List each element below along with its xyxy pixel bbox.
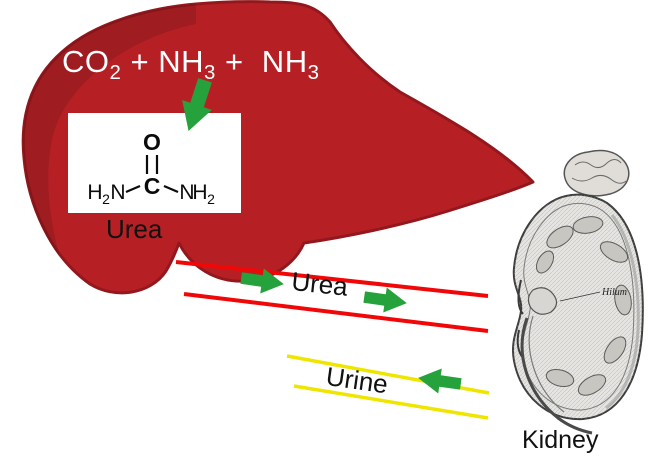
hilum-leader-line [559,291,601,302]
kidney-caption: Kidney [522,426,599,454]
ureter-line [520,317,593,435]
blood-vessel-top-line [175,260,489,298]
left-single-bond [125,184,141,194]
reaction-formula: CO2 + NH3 + NH3 [62,44,319,83]
carbon-atom: C [144,173,161,199]
urine-flow-arrow-icon [418,368,462,394]
blood-vessel-urea-label: Urea [290,266,350,302]
right-amine-h: H [192,181,207,204]
urine-duct-label: Urine [324,361,390,400]
right-amine-n: N [179,181,194,204]
renal-pelvis [527,287,558,315]
left-amine-n: N [110,181,125,204]
urea-structure-box [68,113,241,213]
left-amine-sub: 2 [102,191,110,207]
reaction-nh3-second: + NH [215,44,308,79]
urea-structural-formula: O C H 2 N N H 2 [87,129,215,207]
right-amine-sub: 2 [207,191,215,207]
right-single-bond [163,184,179,194]
liver-shading [23,4,197,258]
blood-vessel-bottom-line [183,292,489,333]
urea-flow-arrow-right-icon [363,287,407,313]
urine-duct-bottom-line [293,384,489,420]
reaction-down-arrow-icon [182,78,212,131]
reaction-co: CO [62,44,110,79]
urea-structure-caption: Urea [106,214,163,244]
hilum-annotation: Hilum [601,287,627,298]
reaction-nh3-first: + NH [121,44,204,79]
adrenal-gland [563,149,630,197]
reaction-nh3-first-sub: 3 [203,61,216,85]
reaction-nh3-second-sub: 3 [307,61,320,85]
reaction-co-sub: 2 [109,61,122,85]
oxygen-atom: O [143,129,161,155]
left-amine-h: H [87,181,102,204]
urea-flow-arrow-left-icon [240,268,284,294]
liver-shape [21,0,535,295]
kidney-illustration: Hilum [512,149,644,435]
